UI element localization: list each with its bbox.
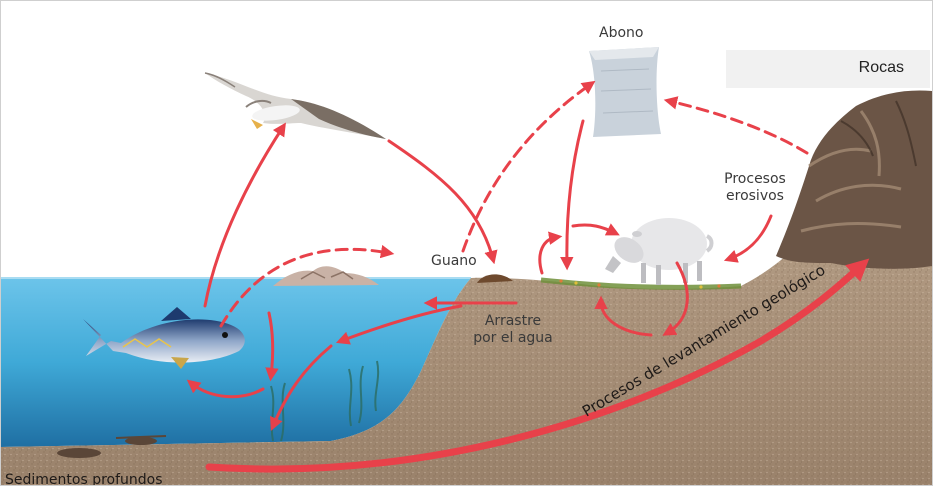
arrow-erosion [729,216,771,259]
label-sedimentos: Sedimentos profundos [5,472,163,486]
arrow-ground-to-sheep [573,225,615,233]
arrow-dashed-rocks-to-bag [669,101,807,153]
label-arrastre: Arrastre por el agua [453,313,573,347]
label-procesos-erosivos-line1: Procesos [713,171,797,188]
label-procesos-erosivos: Procesos erosivos [713,171,797,205]
label-procesos-erosivos-line2: erosivos [713,188,797,205]
mountain-island-icon [273,266,379,286]
seabird-icon [205,73,386,139]
arrow-bag-to-ground [567,121,583,265]
sheep-icon [605,218,712,285]
rock-outcrop-icon [776,91,932,269]
label-arrastre-line2: por el agua [453,330,573,347]
label-abono: Abono [599,25,643,42]
arrow-bird-to-guano [389,141,493,259]
arrow-ground-loop-left [540,237,557,273]
fertilizer-bag-icon [589,47,661,137]
label-arrastre-line1: Arrastre [453,313,573,330]
rocas-label-box: Rocas [726,50,930,88]
label-rocas: Rocas [859,59,904,77]
label-guano: Guano [431,253,477,270]
